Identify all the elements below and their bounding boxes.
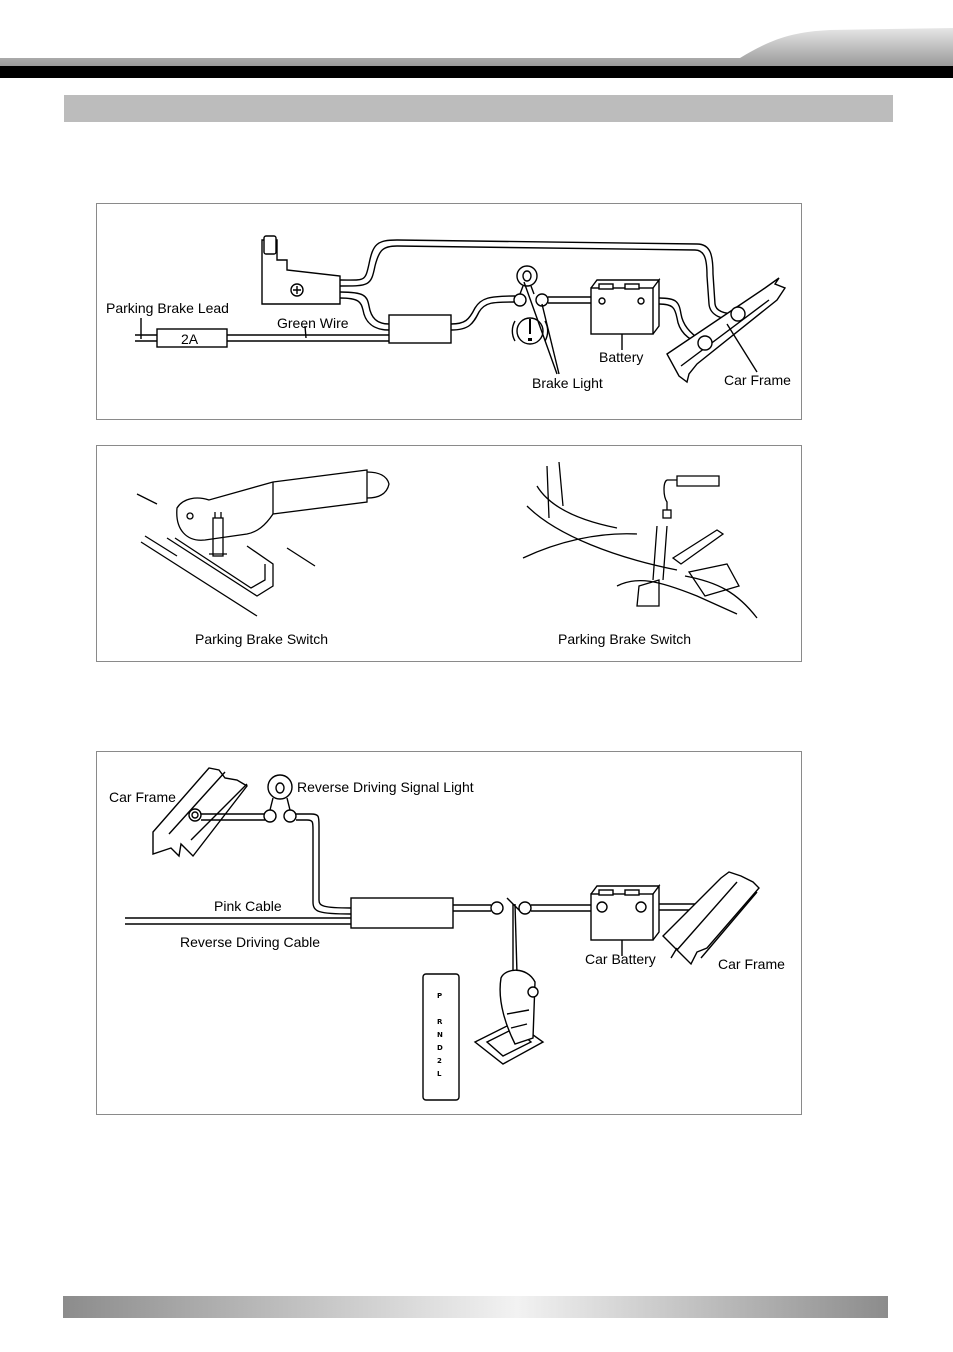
car-frame-right-label: Car Frame: [718, 956, 785, 972]
gear-2: 2: [437, 1055, 449, 1068]
car-frame-left-label: Car Frame: [109, 789, 176, 805]
left-switch-caption: Parking Brake Switch: [195, 631, 328, 647]
gear-l: L: [437, 1068, 449, 1081]
reverse-cable-label: Reverse Driving Cable: [180, 934, 320, 950]
gear-p: P: [437, 990, 449, 1016]
parking-brake-wiring-diagram: Parking Brake Lead 2A Green Wire Battery…: [96, 203, 802, 420]
gear-position-list: P R N D 2 L: [437, 990, 449, 1081]
parking-brake-lead-label: Parking Brake Lead: [106, 300, 229, 316]
gear-d: D: [437, 1042, 449, 1055]
reverse-wiring-drawing: [97, 752, 801, 1114]
brake-light-label: Brake Light: [532, 375, 603, 391]
pink-cable-label: Pink Cable: [214, 898, 282, 914]
car-battery-label: Car Battery: [585, 951, 656, 967]
green-wire-label: Green Wire: [277, 315, 349, 331]
right-switch-caption: Parking Brake Switch: [558, 631, 691, 647]
section-title-bar: [64, 95, 893, 122]
switch-drawings: [97, 446, 801, 661]
battery-label: Battery: [599, 349, 643, 365]
car-frame-label: Car Frame: [724, 372, 791, 388]
reverse-light-label: Reverse Driving Signal Light: [297, 779, 474, 795]
header-bar: [0, 0, 953, 80]
gear-r: R: [437, 1016, 449, 1029]
parking-brake-switch-panel: Parking Brake Switch Parking Brake Switc…: [96, 445, 802, 662]
footer-bar: [63, 1296, 888, 1318]
fuse-label: 2A: [181, 331, 198, 347]
reverse-driving-wiring-diagram: Car Frame Reverse Driving Signal Light P…: [96, 751, 802, 1115]
gear-n: N: [437, 1029, 449, 1042]
